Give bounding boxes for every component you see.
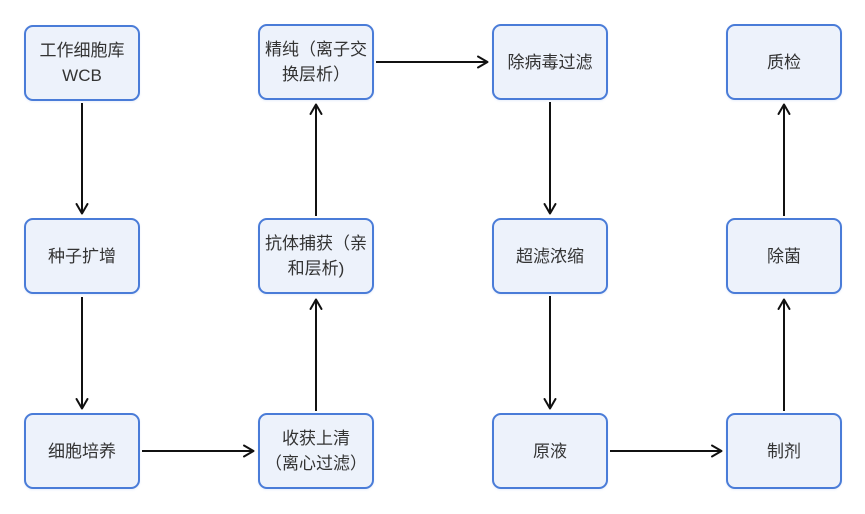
node-label-line: 和层析)	[287, 259, 345, 278]
node-label-line: 超滤浓缩	[516, 246, 584, 266]
flow-node-formulation: 制剂	[726, 413, 842, 489]
node-label-line: 除菌	[767, 246, 801, 266]
node-label-line: 收获上清	[282, 429, 350, 448]
node-label-line: 精纯（离子交	[265, 40, 367, 59]
flow-node-harvest-supernatant: 收获上清 （离心过滤）	[258, 413, 374, 489]
flow-node-working-cell-bank: 工作细胞库 WCB	[24, 25, 140, 101]
flow-node-ultrafiltration-concentration: 超滤浓缩	[492, 218, 608, 294]
node-label-line: 制剂	[767, 441, 801, 461]
flow-node-polish-ion-exchange: 精纯（离子交 换层析）	[258, 24, 374, 100]
flow-node-antibody-capture-affinity: 抗体捕获（亲 和层析)	[258, 218, 374, 294]
node-label-line: 原液	[533, 441, 567, 461]
flow-node-sterile-filtration: 除菌	[726, 218, 842, 294]
flow-node-seed-expansion: 种子扩增	[24, 218, 140, 294]
flow-node-bulk-solution: 原液	[492, 413, 608, 489]
flow-node-virus-removal-filtration: 除病毒过滤	[492, 24, 608, 100]
node-label-line: 工作细胞库	[39, 41, 125, 60]
node-label-line: 换层析）	[282, 65, 350, 84]
node-label-line: 除病毒过滤	[507, 52, 593, 72]
node-label-line: 抗体捕获（亲	[265, 234, 367, 253]
flow-node-quality-inspection: 质检	[726, 24, 842, 100]
flow-node-cell-culture: 细胞培养	[24, 413, 140, 489]
node-label-line: 质检	[767, 52, 801, 72]
node-label-line: WCB	[62, 66, 102, 85]
node-label-line: （离心过滤）	[265, 454, 367, 473]
node-label-line: 细胞培养	[48, 441, 116, 461]
node-label-line: 种子扩增	[48, 246, 116, 266]
